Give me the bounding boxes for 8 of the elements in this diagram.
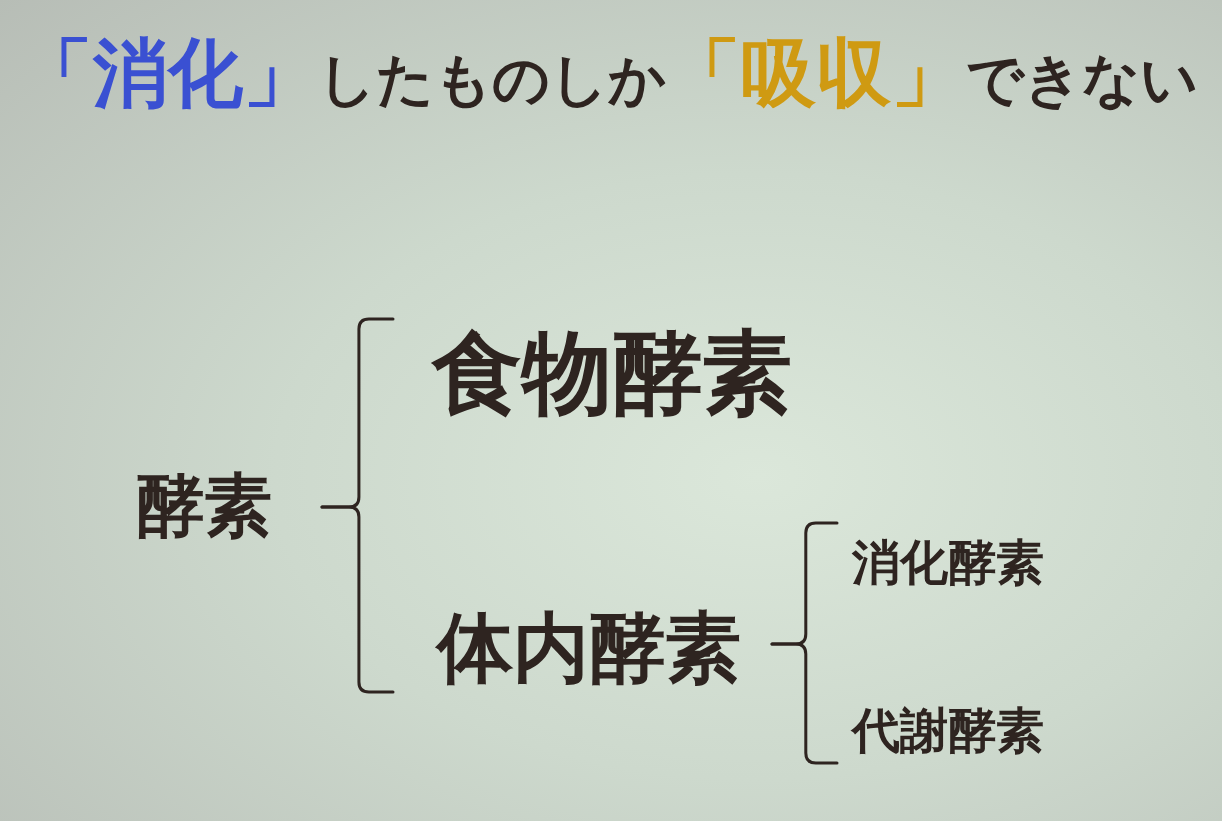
term-label: 体内酵素 (437, 610, 741, 686)
term-label: 代謝酵素 (852, 706, 1044, 754)
slide-title: 「消化」したものしか「吸収」できない (18, 36, 1198, 111)
term-label: 消化酵素 (852, 538, 1044, 586)
brace-line (320, 505, 395, 694)
term-label: 酵素 (136, 472, 272, 540)
term-label: 食物酵素 (432, 328, 792, 418)
brace-line (770, 642, 839, 765)
